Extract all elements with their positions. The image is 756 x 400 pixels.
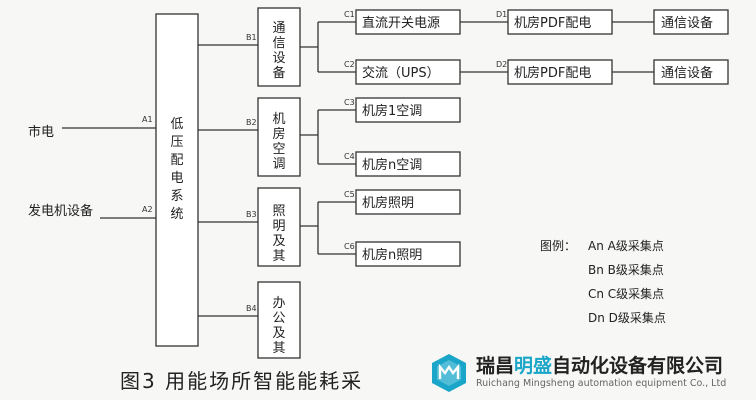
comm-label-2: 通信设备 (661, 65, 713, 81)
svg-text:公: 公 (272, 311, 285, 326)
company-name-english: Ruichang Mingsheng automation equipment … (476, 378, 727, 389)
tag-c6: C6 (344, 242, 355, 251)
svg-text:信: 信 (272, 36, 285, 51)
pdf-box-2 (507, 59, 613, 85)
group-box-comm (257, 7, 301, 87)
tag-d1: D1 (496, 10, 507, 19)
group-label-comm: 通 信 设 备 (272, 21, 285, 81)
tag-b4: B4 (246, 304, 257, 313)
svg-text:调: 调 (272, 157, 285, 172)
svg-text:其: 其 (272, 341, 285, 356)
company-watermark: 瑞昌明盛自动化设备有限公司 Ruichang Mingsheng automat… (428, 352, 726, 394)
tag-c1: C1 (344, 10, 355, 19)
tag-c2: C2 (344, 60, 355, 69)
company-name-suffix: 自动化设备有限公司 (552, 355, 724, 377)
svg-text:及: 及 (272, 234, 285, 249)
svg-text:压: 压 (170, 135, 183, 150)
comm-box-2 (653, 59, 729, 85)
load-box-lightn (355, 241, 461, 267)
group-box-office (257, 281, 301, 359)
group-label-ac: 机 房 空 调 (272, 112, 285, 172)
legend-item-a: An A级采集点 (588, 238, 664, 253)
tag-b2: B2 (246, 118, 257, 127)
load-box-light1 (355, 189, 461, 215)
tag-b1: B1 (246, 33, 257, 42)
company-name-highlight: 明盛 (514, 355, 553, 377)
svg-text:通: 通 (272, 21, 285, 36)
load-box-acn (355, 151, 461, 177)
load-label-light1: 机房照明 (362, 195, 414, 211)
load-label-ac1: 机房1空调 (362, 103, 422, 119)
company-logo-icon (432, 354, 466, 392)
company-name-prefix: 瑞昌 (476, 355, 515, 377)
input-label-mains: 市电 (28, 124, 54, 140)
svg-text:电: 电 (170, 171, 183, 186)
comm-label-1: 通信设备 (661, 15, 713, 31)
legend-item-d: Dn D级采集点 (588, 310, 666, 325)
tag-c3: C3 (344, 98, 355, 107)
tag-b3: B3 (246, 210, 257, 219)
company-name: 瑞昌明盛自动化设备有限公司 (476, 355, 726, 377)
svg-text:备: 备 (272, 65, 285, 81)
svg-text:统: 统 (170, 207, 183, 222)
load-label-lightn: 机房n照明 (362, 247, 422, 263)
svg-text:及: 及 (272, 326, 285, 341)
load-label-acn: 机房n空调 (362, 157, 422, 173)
svg-text:机: 机 (272, 112, 285, 127)
svg-text:照: 照 (272, 204, 285, 219)
tag-d2: D2 (496, 60, 507, 69)
svg-text:办: 办 (272, 296, 285, 311)
legend-item-b: Bn B级采集点 (588, 262, 664, 277)
tag-c5: C5 (344, 190, 355, 199)
group-box-lighting (257, 187, 301, 267)
input-label-generator: 发电机设备 (28, 203, 93, 219)
svg-text:配: 配 (170, 153, 183, 168)
svg-text:其: 其 (272, 249, 285, 264)
pdf-label-2: 机房PDF配电 (514, 65, 591, 81)
low-voltage-system-box (155, 13, 199, 347)
legend-title: 图例： (540, 239, 576, 253)
tag-a1: A1 (142, 115, 153, 124)
group-label-office: 办 公 及 其 (272, 296, 285, 356)
group-box-ac (257, 97, 301, 177)
load-label-ups: 交流（UPS） (362, 65, 440, 81)
load-box-dc-power (355, 9, 461, 35)
group-label-lighting: 照 明 及 其 (272, 204, 285, 264)
figure-caption: 图3 用能场所智能能耗采 (120, 369, 363, 393)
low-voltage-system-label: 低 压 配 电 系 统 (170, 117, 183, 222)
comm-box-1 (653, 9, 729, 35)
load-box-ac1 (355, 97, 461, 123)
svg-text:空: 空 (272, 142, 285, 157)
pdf-label-1: 机房PDF配电 (514, 15, 591, 31)
svg-text:低: 低 (170, 117, 183, 132)
legend-item-c: Cn C级采集点 (588, 286, 664, 301)
legend: 图例： An A级采集点 Bn B级采集点 Cn C级采集点 Dn D级采集点 (540, 238, 666, 325)
svg-text:房: 房 (272, 126, 285, 142)
svg-text:设: 设 (272, 51, 285, 66)
load-label-dc-power: 直流开关电源 (362, 16, 440, 31)
svg-text:明: 明 (272, 219, 285, 234)
svg-text:系: 系 (170, 189, 183, 204)
tag-a2: A2 (142, 205, 153, 214)
pdf-box-1 (507, 9, 613, 35)
tag-c4: C4 (344, 152, 355, 161)
